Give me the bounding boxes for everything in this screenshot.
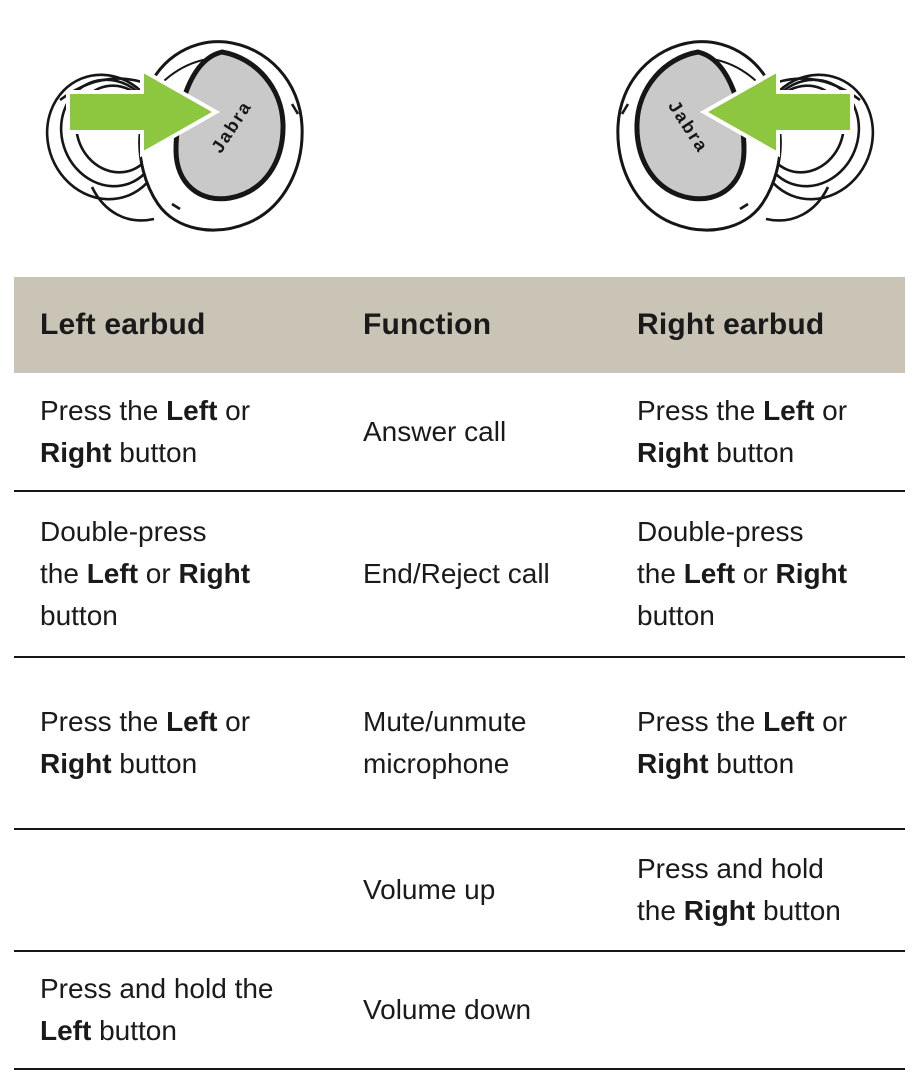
cell-function: End/Reject call bbox=[363, 558, 550, 589]
controls-table: Left earbud Function Right earbud Press … bbox=[14, 277, 905, 1070]
earbud-nozzle-line bbox=[765, 186, 830, 222]
cell-function: Volume down bbox=[363, 994, 532, 1025]
press-arrow-icon bbox=[699, 66, 854, 158]
earbud-nozzle-line bbox=[90, 186, 155, 222]
detail-dash-left bbox=[620, 103, 630, 115]
press-arrow-icon bbox=[66, 66, 221, 158]
detail-dash-right bbox=[290, 103, 300, 115]
header-function: Function bbox=[363, 308, 492, 341]
header-right-earbud: Right earbud bbox=[637, 308, 825, 341]
detail-dash-bottom bbox=[171, 202, 181, 211]
table-header-row: Left earbud Function Right earbud bbox=[14, 277, 905, 373]
right-earbud-illustration: Jabra bbox=[616, 40, 875, 232]
detail-dash-bottom bbox=[739, 202, 749, 211]
left-earbud-illustration: Jabra bbox=[45, 40, 304, 232]
cell-function: Volume up bbox=[363, 874, 496, 905]
earbud-figures: Jabra Jabra bbox=[0, 0, 920, 277]
header-left-earbud: Left earbud bbox=[40, 308, 206, 341]
cell-function: Answer call bbox=[363, 415, 507, 447]
